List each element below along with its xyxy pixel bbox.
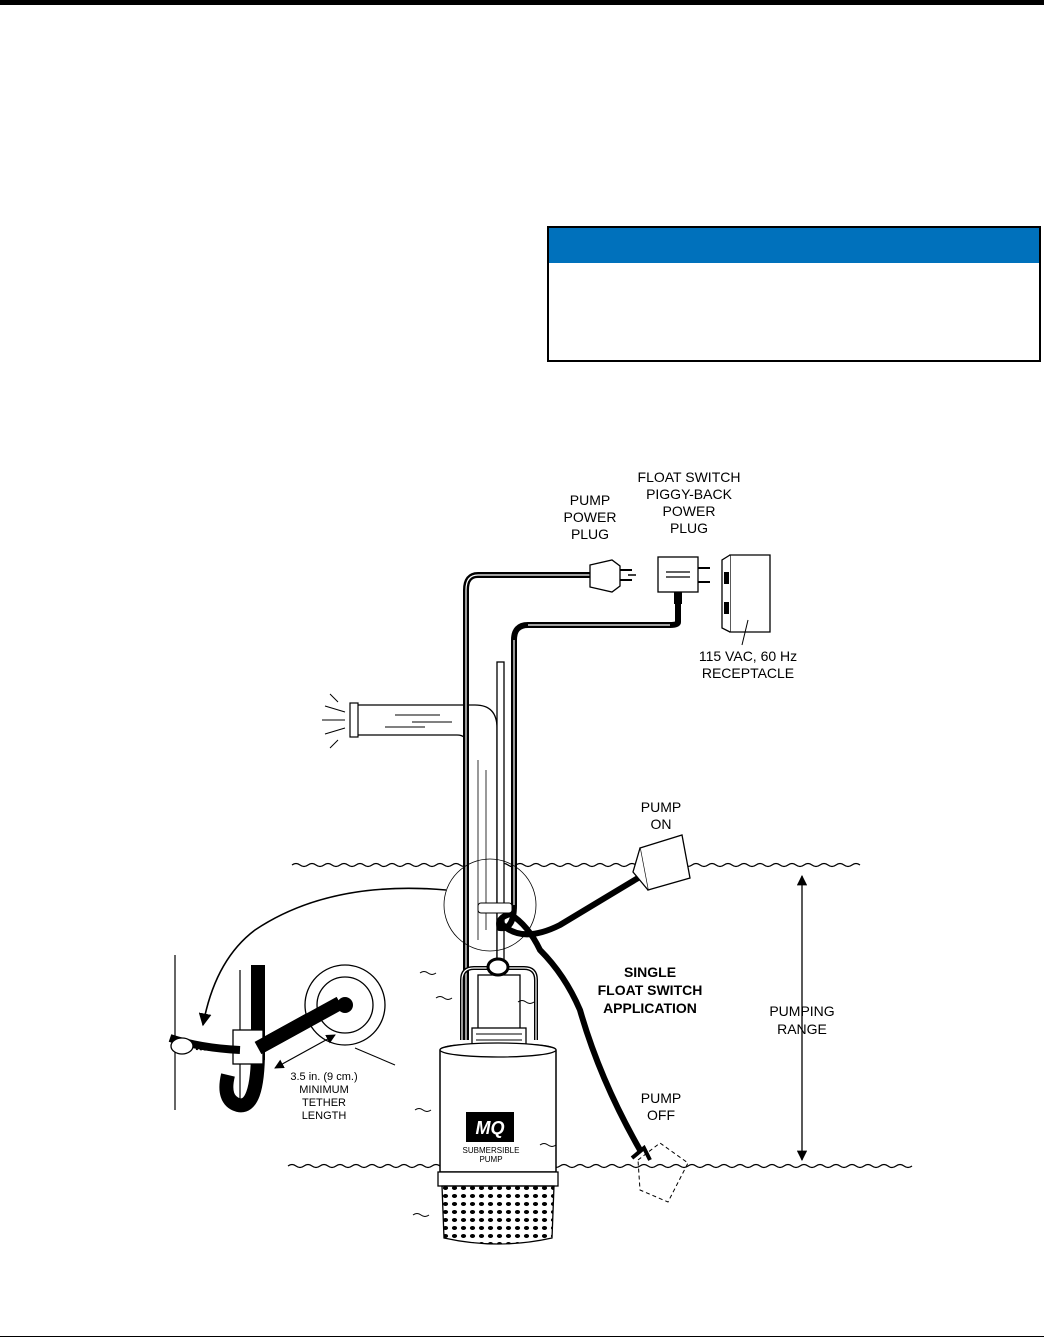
label-float-switch-plug: FLOAT SWITCH PIGGY-BACK POWER PLUG [638,469,741,536]
submersible-pump: MQ SUBMERSIBLE PUMP [412,957,559,1245]
water-level-upper [291,862,861,868]
water-level-lower [287,1163,913,1169]
label-tether: 3.5 in. (9 cm.) MINIMUM TETHER LENGTH [290,1071,357,1122]
svg-text:SINGLE: SINGLE [624,964,676,980]
notice-box [547,226,1041,362]
float-switch-cord [496,603,681,1152]
receptacle [721,554,771,646]
label-receptacle: 115 VAC, 60 Hz RECEPTACLE [699,648,797,681]
pump-name-line2: PUMP [479,1155,502,1164]
svg-text:PLUG: PLUG [571,526,609,542]
svg-text:115 VAC, 60 Hz: 115 VAC, 60 Hz [699,648,797,664]
svg-text:ON: ON [651,816,672,832]
pump-power-plug [589,559,636,593]
svg-text:3.5 in. (9 cm.): 3.5 in. (9 cm.) [290,1071,357,1083]
notice-header [549,228,1039,263]
label-pump-off: PUMP OFF [641,1090,681,1123]
discharge-pipe [322,693,498,969]
svg-text:FLOAT SWITCH: FLOAT SWITCH [638,469,741,485]
svg-text:PUMP: PUMP [570,492,610,508]
svg-text:PUMPING: PUMPING [769,1003,834,1019]
svg-text:PLUG: PLUG [670,520,708,536]
pump-name-line1: SUBMERSIBLE [463,1146,520,1155]
svg-text:PUMP: PUMP [641,1090,681,1106]
svg-text:PIGGY-BACK: PIGGY-BACK [646,486,733,502]
detail-arrow [198,887,447,1027]
float-pump-on [632,834,691,891]
float-pump-off [630,1142,689,1203]
svg-text:POWER: POWER [564,509,617,525]
svg-text:MINIMUM: MINIMUM [299,1084,349,1096]
label-application: SINGLE FLOAT SWITCH APPLICATION [598,964,703,1016]
bottom-rule [0,1336,1044,1337]
float-switch-piggyback-plug [657,556,710,604]
pump-logo: MQ [476,1118,505,1138]
top-rule [0,0,1044,5]
svg-text:RECEPTACLE: RECEPTACLE [702,665,794,681]
tether-detail [168,955,396,1113]
svg-text:APPLICATION: APPLICATION [603,1000,697,1016]
label-pump-on: PUMP ON [641,799,681,832]
svg-text:TETHER: TETHER [302,1097,346,1109]
svg-text:OFF: OFF [647,1107,675,1123]
label-pump-power-plug: PUMP POWER PLUG [564,492,617,542]
label-pumping-range: PUMPING RANGE [769,1003,834,1037]
svg-text:LENGTH: LENGTH [302,1110,347,1122]
svg-text:PUMP: PUMP [641,799,681,815]
detail-circle [443,858,537,952]
svg-text:FLOAT SWITCH: FLOAT SWITCH [598,982,703,998]
svg-text:RANGE: RANGE [777,1021,827,1037]
svg-text:POWER: POWER [663,503,716,519]
